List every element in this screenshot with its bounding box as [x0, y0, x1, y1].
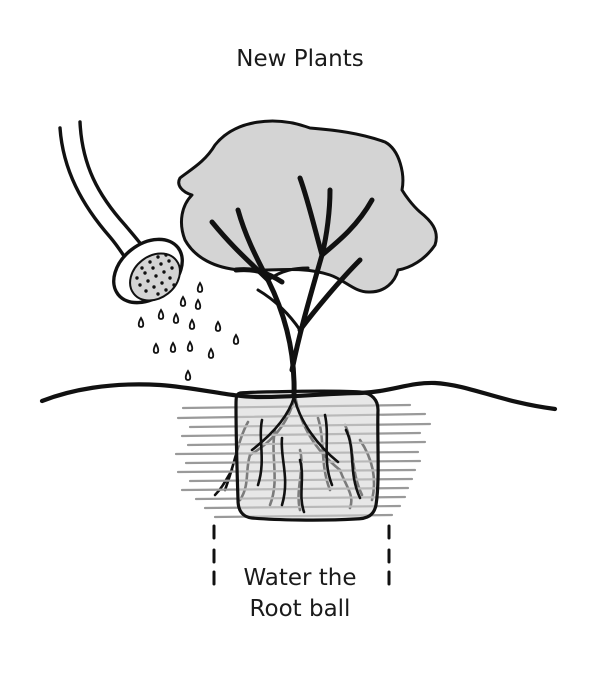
watering-hose [58, 120, 142, 258]
diagram-title: New Plants [236, 46, 364, 72]
root-ball-caption: Water the Root ball [200, 563, 400, 625]
root-strands [250, 395, 362, 514]
ground-line [39, 380, 558, 412]
width-guides [212, 524, 391, 586]
caption-line-2: Root ball [249, 596, 351, 622]
root-ball [234, 389, 380, 522]
caption-line-1: Water the [243, 565, 357, 591]
water-drops [137, 281, 240, 381]
leaf-twigs [256, 266, 310, 332]
watering-can-head [112, 237, 184, 305]
